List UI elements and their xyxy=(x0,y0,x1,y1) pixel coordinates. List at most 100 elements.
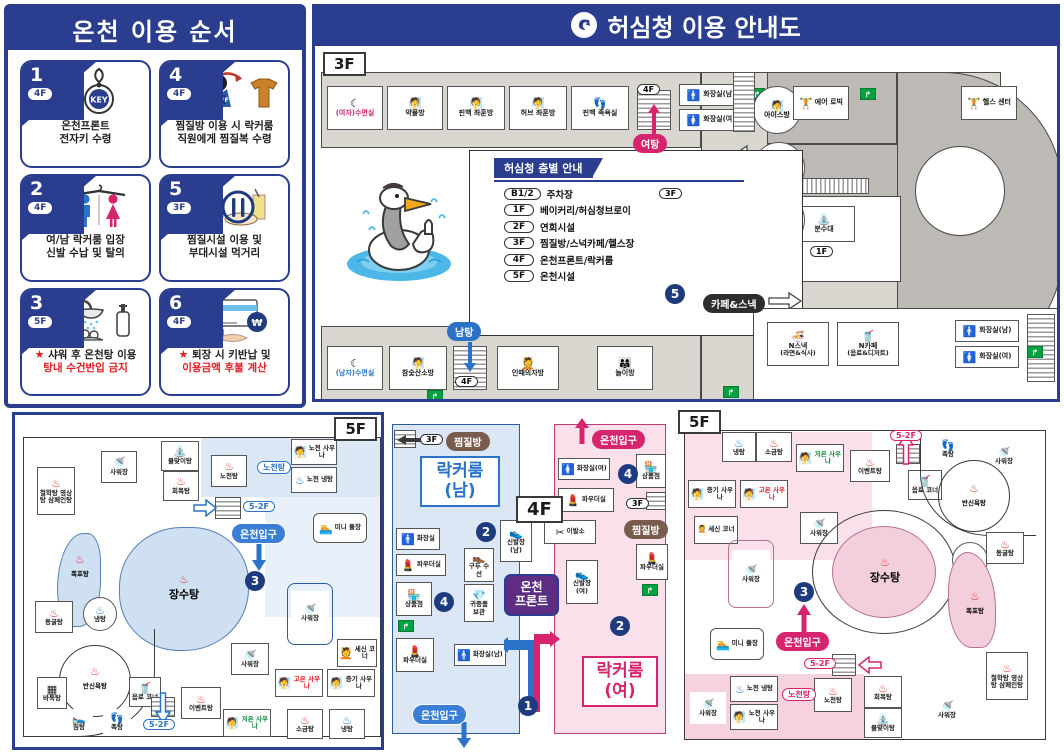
pool-donggultang-women[interactable]: ♨ 동굴탕 xyxy=(986,532,1024,564)
sauna-person-icon: 🧖 xyxy=(329,676,343,690)
women-restroom[interactable]: 🚺 화장실(여) xyxy=(558,458,610,480)
drink-icon: 🥤 xyxy=(138,681,152,695)
restroom-male-right[interactable]: 🚹 화장실(남) xyxy=(955,320,1019,342)
entrance-badge-men-4f: 온천입구 xyxy=(412,704,467,725)
men-restroom[interactable]: 🚹 화장실 xyxy=(396,528,440,550)
women-powder-room-1[interactable]: 💄 파우더실 xyxy=(558,488,614,512)
facility-roten-cold-women[interactable]: ♨ 노천 냉탕 xyxy=(730,676,778,702)
step-card-4[interactable]: 4 4F STAFF 찜질방 이용 시 락커룸 직원에게 찜질복 xyxy=(159,60,290,168)
pool-salt-men[interactable]: ♨ 소금탕 xyxy=(287,709,323,739)
item-label: 이발소 xyxy=(566,527,585,536)
men-powder-room-1[interactable]: 💄 파우더실 xyxy=(396,554,446,576)
facility-baduk-men[interactable]: ▦ 바둑탕 xyxy=(37,677,67,709)
map-5f-men[interactable]: 5F ♨ 철학탕 영상탕 삼페인탕 🚿 사워장 ⛲ 물맞이탕 ♨ 회목탕 ♨ 노… xyxy=(12,412,384,750)
restroom-female-right[interactable]: 🚺 화장실(여) xyxy=(955,346,1019,368)
pool-cold-women[interactable]: ♨ 냉탕 xyxy=(722,432,756,462)
pool-rotenburo-men[interactable]: ♨ 노천탕 xyxy=(211,455,247,487)
health-center-box[interactable]: 🏋 헬스 센터 xyxy=(961,86,1017,120)
room-charcoal-oxygen[interactable]: 🧖 참숯산소방 xyxy=(389,346,447,390)
women-shoe-locker[interactable]: 👟 신발장 (여) xyxy=(566,560,598,604)
facility-philosophy-bath-men[interactable]: ♨ 철학탕 영상탕 삼페인탕 xyxy=(37,467,75,515)
facility-mini-pool-men[interactable]: 🏊 미니 풀장 xyxy=(313,513,367,543)
cafe-item-nsnack[interactable]: 🍜 N스낵 (라면&식사) xyxy=(767,322,829,366)
pool-salt-women[interactable]: ♨ 소금탕 xyxy=(756,432,792,462)
men-shoe-locker[interactable]: 👟 신발장 (남) xyxy=(500,520,532,562)
step-card-1[interactable]: 1 4F KEY 온천프론트 전자키 수령 xyxy=(20,60,151,168)
jjimjil-chip-right: 3F xyxy=(626,498,650,509)
stairs-5-2f-top-men[interactable] xyxy=(215,497,241,519)
facility-mini-pool-women[interactable]: 🏊 미니 풀장 xyxy=(710,628,764,660)
men-valuables[interactable]: 💎 귀중품 보관 xyxy=(464,584,494,622)
men-powder-room-2[interactable]: 💄 파우더실 xyxy=(396,638,434,672)
room-pinbaek-footbath[interactable]: 👣 핀백 족욕실 xyxy=(571,86,629,130)
room-label: 놀이방 xyxy=(615,369,635,378)
exit-sign-icon: ↱ xyxy=(1027,346,1043,358)
facility-roten-sauna-women[interactable]: 🧖 노천 사우나 xyxy=(730,704,778,730)
men-restroom-2[interactable]: 🚹 화장실(남) xyxy=(454,644,506,666)
pool-jangsutang-women[interactable] xyxy=(832,526,936,618)
facility-sesin-men[interactable]: 💆 세신 코너 xyxy=(337,639,377,667)
step-card-2[interactable]: 2 4F 여/남 락커룸 입장 xyxy=(20,174,151,282)
facility-hot-sauna-men[interactable]: 🧖 고온 사우나 xyxy=(275,669,323,697)
restroom-female-top[interactable]: 🚺 화장실(여) xyxy=(679,109,743,131)
men-shop[interactable]: 🏪 상품점 xyxy=(396,582,432,616)
map-4f[interactable]: 4F 3F 찜질방 락커룸 (남) 2 🚹 화장실 💄 파우더실 🏪 상품점 4… xyxy=(388,404,668,750)
room-massage-chair[interactable]: 💆 인때의자방 xyxy=(497,346,559,390)
step-card-5[interactable]: 5 3F 찜질시설 이용 및 부대시설 xyxy=(159,174,290,282)
room-sleep-women[interactable]: ☾ (여자)수면실 xyxy=(327,86,383,130)
badge-namtang: 남탕 xyxy=(447,322,482,341)
facility-waterfall-bath-men[interactable]: ⛲ 물맞이탕 xyxy=(161,441,199,471)
facility-joktang-men[interactable]: 👣 족탕 xyxy=(103,709,131,735)
room-yakmulbang[interactable]: 🧖 약물방 xyxy=(387,86,443,130)
facility-shower-women-5[interactable]: 🚿 사워장 xyxy=(928,694,966,726)
map-5f-women[interactable]: 5F ♨ 냉탕 ♨ 소금탕 🧖 저온 사우나 🧖 증기 사우나 🧖 고온 사우나… xyxy=(672,404,1060,750)
facility-sesin-women[interactable]: 💆 세신 코너 xyxy=(694,516,738,544)
sauna-person-icon: 🧖 xyxy=(469,97,483,111)
women-shop[interactable]: 🏪 상품점 xyxy=(636,454,666,488)
star-icon: ★ xyxy=(178,348,189,361)
facility-chimtang-men[interactable]: 🛌 침탕 xyxy=(65,709,93,735)
room-pinbaek-jwahun[interactable]: 🧖 핀백 좌훈방 xyxy=(447,86,505,130)
facility-hot-sauna-women[interactable]: 🧖 고온 사우나 xyxy=(740,480,788,508)
pool-eventtang-men[interactable]: ♨ 이벤트탕 xyxy=(181,687,221,719)
map-3f[interactable]: 3F ⛲ 분수대 1F ☾ (여자)수면실 🧖 약물방 🧖 핀백 좌훈방 xyxy=(312,46,1060,402)
facility-philosophy-bath-women[interactable]: ♨ 철학탕 영상탕 삼페인탕 xyxy=(986,652,1028,700)
facility-steam-sauna-men[interactable]: 🧖 증기 사우나 xyxy=(327,669,375,697)
pool-eventtang-women[interactable]: ♨ 이벤트탕 xyxy=(850,450,890,482)
facility-shower-men-2[interactable]: 🚿 사워장 xyxy=(231,643,269,675)
facility-shower-women-4[interactable]: 🚿 사워장 xyxy=(690,692,726,724)
onsen-front-badge[interactable]: 온천 프론트 xyxy=(504,574,560,616)
pool-naengtang-men[interactable]: ♨ 냉탕 xyxy=(83,597,117,631)
facility-label: 바둑탕 xyxy=(43,693,61,702)
facility-waterfall-bath-women[interactable]: ⛲ 물맞이탕 xyxy=(864,708,902,738)
facility-roten-cold-men[interactable]: ♨ 노천 냉탕 xyxy=(291,467,337,493)
room-herb-jwahun[interactable]: 🧖 허브 좌훈방 xyxy=(509,86,567,130)
facility-roten-sauna-men[interactable]: 🧖 노천 사우나 xyxy=(291,439,337,465)
pool-hoemoktang-men[interactable]: ♨ 회목탕 xyxy=(163,471,199,501)
stairs-3f-right[interactable] xyxy=(646,492,666,510)
step-card-6[interactable]: 6 4F ₩ ★ 퇴장 시 키반납 및 xyxy=(159,288,290,396)
facility-shower-women-3[interactable]: 🚿 사워장 xyxy=(732,550,770,598)
restroom-male-top[interactable]: 🚹 화장실(남) xyxy=(679,84,743,106)
room-kids[interactable]: 👨‍👩‍👧 놀이방 xyxy=(597,346,653,390)
women-powder-room-2[interactable]: 💄 파우더실 xyxy=(636,544,668,580)
facility-steam-sauna-women[interactable]: 🧖 증기 사우나 xyxy=(688,480,736,508)
pool-cold-men-2[interactable]: ♨ 냉탕 xyxy=(329,709,365,739)
legend-title: 허심청 층별 안내 xyxy=(494,158,602,178)
hotspring-icon: ♨ xyxy=(878,681,888,695)
room-sleep-men[interactable]: ☾ (남자)수면실 xyxy=(327,346,383,390)
facility-low-sauna-women[interactable]: 🧖 저온 사우나 xyxy=(796,444,844,472)
pool-rotenburo-women[interactable]: ♨ 노천탕 xyxy=(814,678,852,712)
women-barber[interactable]: ✂ 이발소 xyxy=(544,520,596,544)
facility-shower-men-1[interactable]: 🚿 사워장 xyxy=(101,451,137,483)
coldbath-icon: ♨ xyxy=(95,603,105,617)
stairs-right-top[interactable] xyxy=(733,72,755,132)
cafe-item-ncafe[interactable]: 🥤 N카페 (음료&디저트) xyxy=(837,322,899,366)
facility-low-sauna-men[interactable]: 🧖 저온 사우나 xyxy=(223,709,271,737)
step-card-3[interactable]: 3 5F ★ xyxy=(20,288,151,396)
pool-hoemoktang-women[interactable]: ♨ 회목탕 xyxy=(864,676,902,708)
facility-shower-men-3[interactable]: 🚿 사워장 xyxy=(291,591,329,635)
men-shoe-repair[interactable]: 👞 구두 수선 xyxy=(464,548,494,582)
room-label: 인때의자방 xyxy=(511,369,545,378)
aerobic-room-box[interactable]: 🏋 에어 로빅 xyxy=(793,86,849,120)
